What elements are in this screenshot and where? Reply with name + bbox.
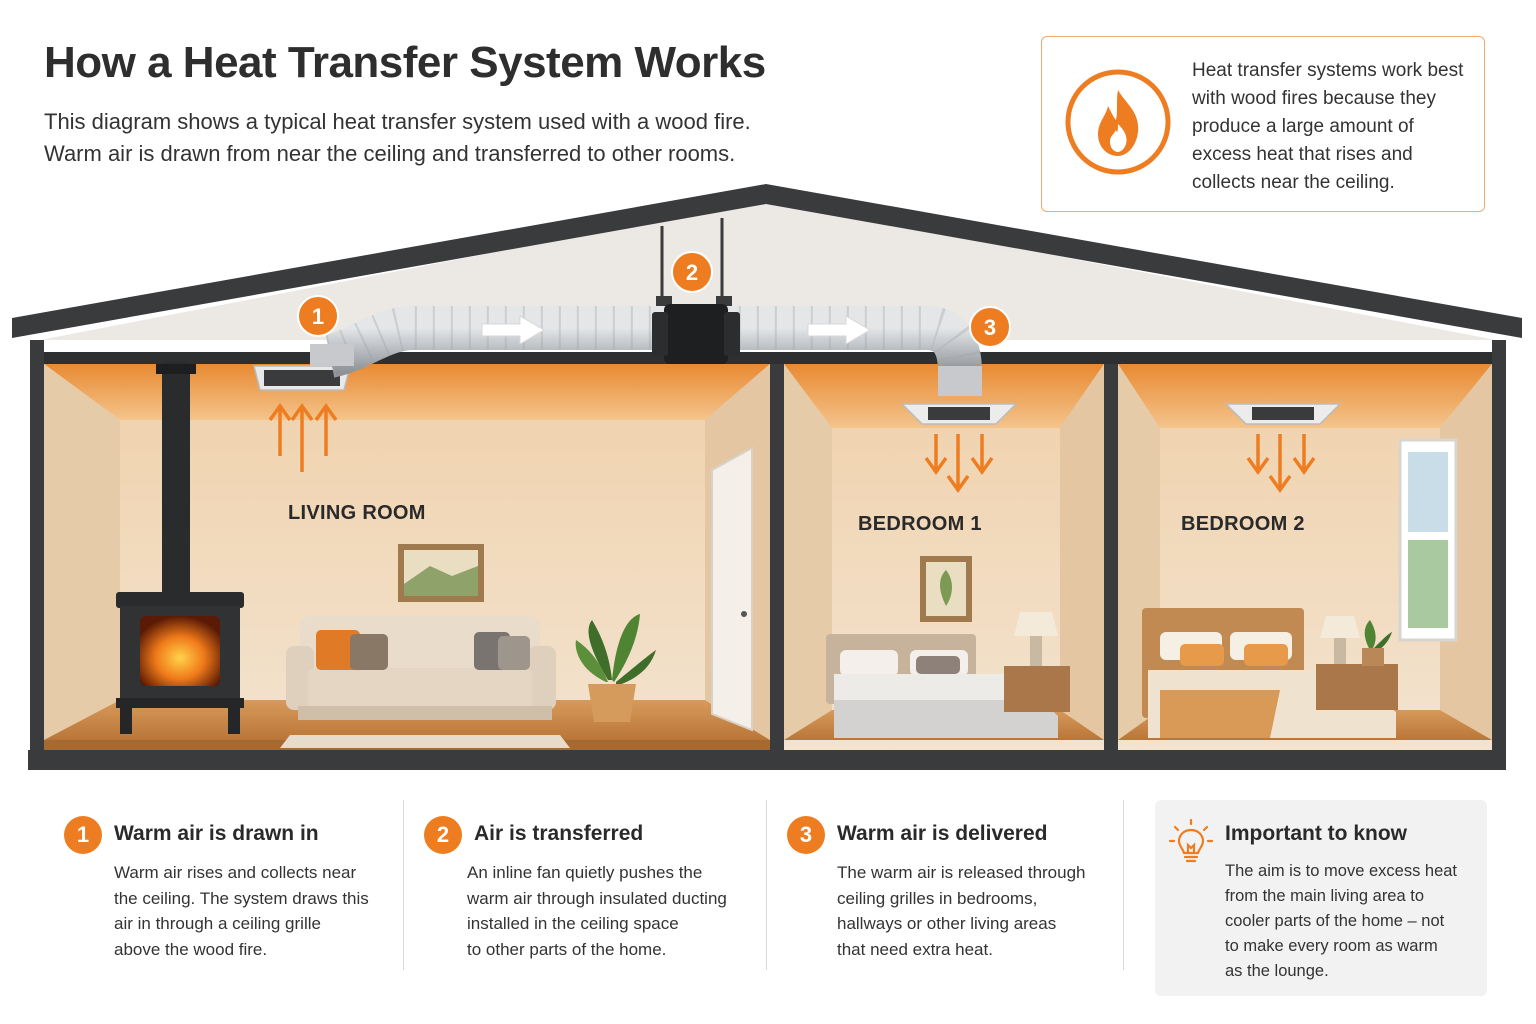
step-line: Warm air rises and collects near	[114, 863, 357, 882]
info-line: collects near the ceiling.	[1192, 172, 1395, 193]
marker-label: 3	[984, 315, 996, 340]
divider	[1123, 800, 1124, 970]
step-heading: Warm air is delivered	[837, 822, 1048, 845]
important-line: as the lounge.	[1225, 962, 1329, 980]
subtitle-line: Warm air is drawn from near the ceiling …	[44, 141, 736, 166]
warm-air-rising-arrows	[268, 402, 338, 472]
ceiling-grille-bedroom-2	[1224, 403, 1342, 425]
marker-1: 1	[297, 295, 339, 337]
living-room-furniture	[286, 446, 753, 732]
flame-icon	[1065, 69, 1171, 175]
step-line: ceiling grilles in bedrooms,	[837, 888, 1038, 908]
step-line: The warm air is released through	[837, 863, 1086, 882]
step-line: above the wood fire.	[114, 939, 268, 959]
important-line: to make every room as warm	[1225, 937, 1438, 955]
potted-plant	[1362, 620, 1392, 666]
lamp	[1014, 612, 1058, 636]
important-line: from the main living area to	[1225, 887, 1425, 905]
step-line: air in through a ceiling grille	[114, 914, 321, 933]
partition-wall	[1104, 364, 1118, 750]
page-title: How a Heat Transfer System Works	[44, 38, 766, 87]
step-description: An inline fan quietly pushes the warm ai…	[467, 860, 727, 962]
important-line: cooler parts of the home – not	[1225, 912, 1445, 930]
outer-wall-left	[30, 340, 44, 760]
ceiling-slab	[44, 352, 1492, 364]
step-line: hallways or other living areas	[837, 914, 1057, 933]
step-number: 2	[424, 816, 462, 854]
step-number: 3	[787, 816, 825, 854]
insulated-duct	[310, 306, 982, 396]
step-heading: Air is transferred	[474, 822, 644, 845]
info-callout: Heat transfer systems work best with woo…	[1041, 36, 1485, 212]
info-line: with wood fires because they	[1192, 88, 1436, 109]
info-line: produce a large amount of	[1192, 116, 1414, 137]
nightstand	[1004, 666, 1070, 712]
subtitle-line: This diagram shows a typical heat transf…	[44, 109, 751, 134]
marker-3: 3	[969, 306, 1011, 348]
step-line: the ceiling. The system draws this	[114, 888, 369, 908]
marker-label: 2	[686, 260, 698, 285]
room-label-bedroom-2: BEDROOM 2	[1181, 513, 1305, 535]
ceiling-grille-living	[253, 365, 351, 391]
bedroom-1-furniture	[826, 556, 1070, 738]
info-line: excess heat that rises and	[1192, 144, 1413, 165]
warm-air-delivery-arrows	[1246, 434, 1316, 494]
attic-space	[40, 200, 1496, 340]
room-label-living: LIVING ROOM	[288, 502, 426, 524]
important-line: The aim is to move excess heat	[1225, 862, 1458, 880]
step-description: The warm air is released through ceiling…	[837, 860, 1086, 962]
potted-plant	[575, 614, 656, 722]
important-description: The aim is to move excess heat from the …	[1225, 859, 1457, 984]
page-subtitle: This diagram shows a typical heat transf…	[44, 106, 864, 170]
important-heading: Important to know	[1225, 822, 1407, 845]
info-line: Heat transfer systems work best	[1192, 60, 1464, 81]
important-note: Important to know The aim is to move exc…	[1155, 800, 1487, 996]
ceiling-grille-bedroom-1	[900, 403, 1018, 425]
step-heading: Warm air is drawn in	[114, 822, 319, 845]
fire	[140, 616, 220, 686]
divider	[766, 800, 767, 970]
sofa	[286, 616, 556, 720]
step-line: to other parts of the home.	[467, 939, 667, 959]
room-label-bedroom-1: BEDROOM 1	[858, 513, 982, 535]
divider	[403, 800, 404, 970]
info-text: Heat transfer systems work best with woo…	[1192, 57, 1477, 197]
warm-air-delivery-arrows	[924, 434, 994, 494]
door	[711, 446, 753, 732]
step-line: warm air through insulated ducting	[467, 888, 727, 908]
floor-slab	[28, 750, 1506, 770]
nightstand	[1316, 664, 1398, 710]
marker-2: 2	[671, 251, 713, 293]
step-line: installed in the ceiling space	[467, 914, 679, 933]
wood-stove	[116, 362, 244, 734]
outer-wall-right	[1492, 340, 1506, 760]
lamp	[1320, 616, 1360, 638]
partition-wall	[770, 364, 784, 750]
flue-pipe	[162, 362, 190, 594]
marker-label: 1	[312, 304, 324, 329]
step-line: that need extra heat.	[837, 939, 993, 959]
step-description: Warm air rises and collects near the cei…	[114, 860, 369, 962]
lightbulb-icon	[1169, 818, 1213, 863]
airflow-arrow	[481, 315, 545, 345]
inline-fan	[652, 218, 740, 364]
step-number: 1	[64, 816, 102, 854]
step-line: An inline fan quietly pushes the	[467, 863, 703, 882]
bedroom-2-furniture	[1142, 608, 1398, 738]
airflow-arrow	[807, 315, 871, 345]
